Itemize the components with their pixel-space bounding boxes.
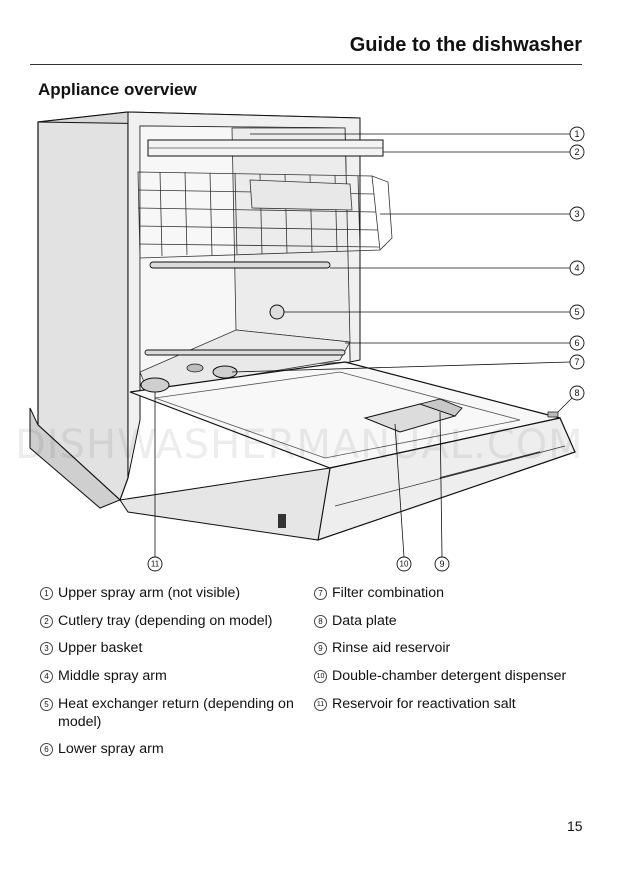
legend-item-10: 10 Double-chamber detergent dispenser: [314, 667, 604, 685]
dishwasher-illustration: DISHWASHERMANUAL.COM 1 2 3 4 5 6 7 8 9 1…: [15, 111, 585, 572]
legend-item-8: 8 Data plate: [314, 612, 594, 630]
legend-item-7: 7 Filter combination: [314, 584, 594, 602]
legend-item-6: 6 Lower spray arm: [40, 740, 305, 758]
legend-number: 3: [40, 642, 53, 655]
watermark-text: DISHWASHERMANUAL.COM: [15, 422, 584, 468]
cabinet-base: [29, 407, 121, 509]
legend-text: Cutlery tray (depending on model): [58, 613, 273, 629]
svg-text:11: 11: [151, 560, 160, 569]
svg-text:4: 4: [574, 263, 579, 273]
legend-number: 2: [40, 615, 53, 628]
callout-11: 11: [147, 556, 163, 572]
legend-text: Heat exchanger return (depending on mode…: [58, 696, 294, 730]
legend-number: 11: [314, 698, 327, 711]
svg-text:9: 9: [439, 559, 444, 569]
legend-text: Middle spray arm: [58, 668, 167, 684]
callout-4: 4: [569, 260, 585, 276]
upper-basket: [137, 171, 393, 259]
lower-spray-arm: [144, 349, 346, 356]
callout-6: 6: [569, 335, 585, 351]
callout-9: 9: [434, 556, 450, 572]
legend-text: Rinse aid reservoir: [332, 640, 451, 656]
legend-text: Lower spray arm: [58, 741, 164, 757]
legend-number: 5: [40, 698, 53, 711]
legend-item-5: 5 Heat exchanger return (depending on mo…: [40, 695, 312, 731]
heat-exchanger-return: [269, 304, 285, 320]
door-side-edge: [119, 467, 331, 541]
legend-item-11: 11 Reservoir for reactivation salt: [314, 695, 594, 713]
legend-item-1: 1 Upper spray arm (not visible): [40, 584, 305, 602]
dishwasher-diagram: DISHWASHERMANUAL.COM 1 2 3 4 5 6 7 8 9 1…: [0, 108, 620, 580]
legend-number: 10: [314, 670, 327, 683]
callout-10: 10: [396, 556, 412, 572]
callout-1: 1: [569, 126, 585, 142]
svg-text:7: 7: [574, 357, 579, 367]
door-inner-panel: [154, 371, 521, 459]
svg-text:6: 6: [574, 338, 579, 348]
legend-item-4: 4 Middle spray arm: [40, 667, 305, 685]
legend-number: 4: [40, 670, 53, 683]
svg-text:2: 2: [574, 147, 579, 157]
reactivation-salt-reservoir: [140, 377, 170, 393]
leader-lines: [154, 133, 577, 558]
callout-7: 7: [569, 354, 585, 370]
legend-number: 6: [40, 743, 53, 756]
svg-text:8: 8: [574, 388, 579, 398]
page-number: 15: [567, 818, 583, 834]
legend-number: 7: [314, 587, 327, 600]
legend-number: 9: [314, 642, 327, 655]
legend-text: Double-chamber detergent dispenser: [332, 668, 567, 684]
legend-text: Filter combination: [332, 585, 444, 601]
legend-text: Reservoir for reactivation salt: [332, 696, 516, 712]
interior-rear-panel: [231, 127, 351, 343]
legend-item-3: 3 Upper basket: [40, 639, 305, 657]
svg-text:1: 1: [574, 129, 579, 139]
header-rule: [30, 64, 582, 65]
callout-3: 3: [569, 206, 585, 222]
door-hinge-detail: [278, 514, 286, 528]
page-title: Guide to the dishwasher: [349, 34, 582, 56]
legend-item-9: 9 Rinse aid reservoir: [314, 639, 594, 657]
legend-number: 8: [314, 615, 327, 628]
svg-text:5: 5: [574, 307, 579, 317]
data-plate: [547, 411, 559, 418]
callout-2: 2: [569, 144, 585, 160]
legend-text: Upper spray arm (not visible): [58, 585, 241, 601]
legend-text: Upper basket: [58, 640, 143, 656]
legend-number: 1: [40, 587, 53, 600]
legend-item-2: 2 Cutlery tray (depending on model): [40, 612, 305, 630]
callout-5: 5: [569, 304, 585, 320]
svg-text:3: 3: [574, 209, 579, 219]
legend-text: Data plate: [332, 613, 397, 629]
section-title: Appliance overview: [38, 80, 197, 99]
callout-8: 8: [569, 385, 585, 401]
svg-text:10: 10: [400, 560, 409, 569]
middle-spray-arm: [149, 261, 331, 269]
rinse-aid-reservoir: [418, 398, 463, 417]
